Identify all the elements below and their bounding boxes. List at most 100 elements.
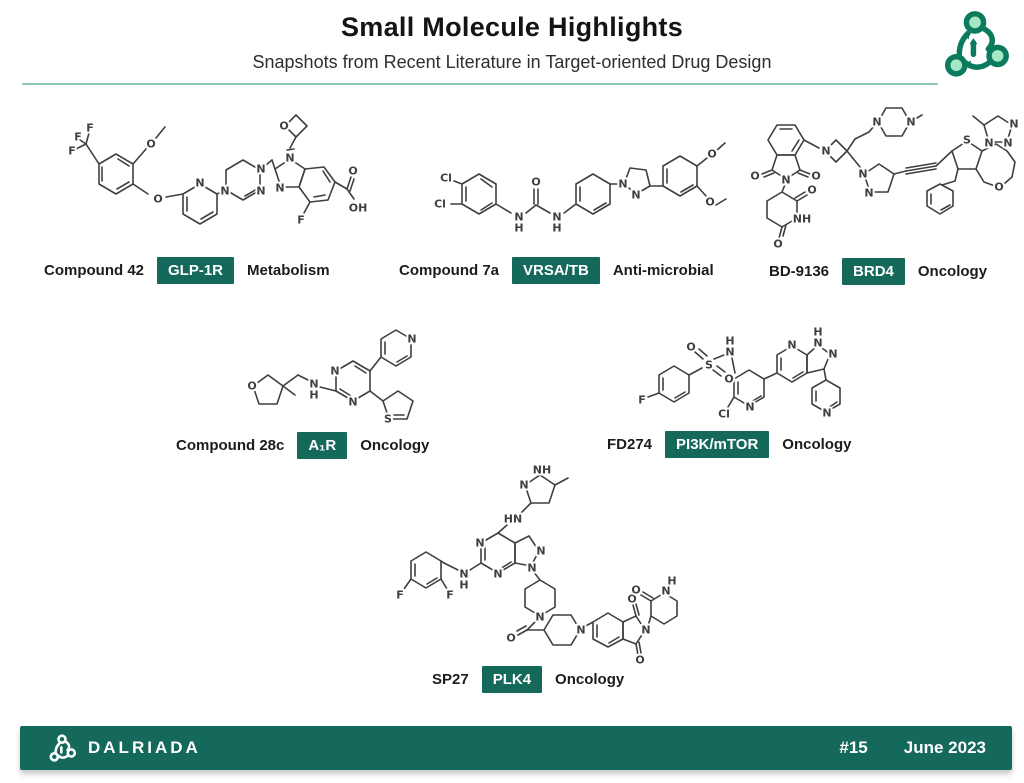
atom-label: N <box>1009 118 1018 131</box>
atom-label: N <box>527 562 536 575</box>
atom-label: N <box>725 346 734 359</box>
atom-label: N <box>576 624 585 637</box>
atom-label: H <box>309 389 318 402</box>
sp27-label: SP27 PLK4 Oncology <box>432 666 624 693</box>
atom-label: H <box>514 222 523 235</box>
therapeutic-area: Oncology <box>360 437 430 454</box>
atom-label: F <box>68 145 76 158</box>
atom-label: O <box>146 138 155 151</box>
atom-label: N <box>618 178 627 191</box>
structure-bd-9136: O O N O NH O N N N N N S O N N N <box>748 107 1021 250</box>
compound-28c-label: Compound 28c A₁R Oncology <box>176 432 429 459</box>
compound-name: Compound 42 <box>44 262 144 279</box>
compound-name: BD-9136 <box>769 263 830 280</box>
atom-label: O <box>635 654 644 667</box>
atom-label: N <box>309 378 318 391</box>
therapeutic-area: Oncology <box>917 263 988 280</box>
compound-name: SP27 <box>432 671 469 688</box>
atom-label: OH <box>349 202 368 215</box>
atom-label: O <box>531 176 540 189</box>
atom-label: O <box>724 373 733 386</box>
issue-date: June 2023 <box>903 738 986 757</box>
atom-label: N <box>256 163 265 176</box>
atom-label: N <box>984 137 993 150</box>
compound-name: Compound 28c <box>176 437 285 454</box>
atom-label: HN <box>504 513 522 526</box>
atom-label: Cl <box>718 408 730 421</box>
atom-label: N <box>514 211 523 224</box>
atom-label: N <box>872 116 881 129</box>
atom-label: N <box>536 545 545 558</box>
page-title: Small Molecule Highlights <box>340 12 684 42</box>
atom-label: O <box>707 148 716 161</box>
compound-7a-label: Compound 7a VRSA/TB Anti-microbial <box>399 257 714 284</box>
atom-label: N <box>641 624 650 637</box>
atom-label: N <box>858 168 867 181</box>
atom-label: N <box>330 365 339 378</box>
atom-label: Cl <box>440 172 452 185</box>
atom-label: O <box>153 193 162 206</box>
issue-number: #15 <box>839 738 868 757</box>
brand-name: DALRIADA <box>88 738 201 757</box>
target-badge: VRSA/TB <box>512 257 600 284</box>
footer-brand: DALRIADA <box>46 732 201 765</box>
atom-label: N <box>821 145 830 158</box>
compound-42-label: Compound 42 GLP-1R Metabolism <box>44 257 330 284</box>
atom-label: N <box>864 187 873 200</box>
atom-label: N <box>1003 137 1012 150</box>
atom-label: F <box>86 122 94 135</box>
atom-label: N <box>787 339 796 352</box>
target-badge: BRD4 <box>842 258 905 285</box>
target-badge: PI3K/mTOR <box>665 431 770 458</box>
compound-name: Compound 7a <box>399 262 499 279</box>
structure-compound-28c: O N H N N N S <box>245 329 419 428</box>
atom-label: H <box>552 222 561 235</box>
atom-label: N <box>459 568 468 581</box>
atom-label: H <box>459 579 468 592</box>
atom-label: O <box>686 341 695 354</box>
atom-label: O <box>994 181 1003 194</box>
atom-label: N <box>631 189 640 202</box>
therapeutic-area: Metabolism <box>247 262 330 279</box>
atom-label: Cl <box>434 198 446 211</box>
therapeutic-area: Oncology <box>782 436 852 453</box>
target-badge: GLP-1R <box>157 257 235 284</box>
therapeutic-area: Oncology <box>555 671 625 688</box>
atom-label: N <box>552 211 561 224</box>
page-subtitle: Snapshots from Recent Literature in Targ… <box>252 52 772 72</box>
target-badge: PLK4 <box>481 666 543 693</box>
atom-label: O <box>247 380 256 393</box>
footer-bar: DALRIADA #15 June 2023 <box>20 726 1012 770</box>
atom-label: H <box>667 575 676 588</box>
atom-label: O <box>773 238 782 250</box>
structure-fd274: F O S O N H Cl N N N H N N <box>636 324 841 423</box>
structure-sp27: N NH HN N N N N N H F F N O N O O N O N … <box>394 462 678 667</box>
atom-label: N <box>828 348 837 361</box>
dalriada-logo-icon <box>944 11 1009 77</box>
atom-label: O <box>750 170 759 183</box>
structure-compound-42: F F F O O N N N N O N N F O OH <box>66 114 368 229</box>
atom-label: H <box>813 326 822 339</box>
atom-label: F <box>396 589 404 602</box>
atom-label: O <box>631 584 640 597</box>
target-badge: A₁R <box>297 432 348 459</box>
atom-label: S <box>963 134 971 147</box>
therapeutic-area: Anti-microbial <box>612 262 714 279</box>
compound-name: FD274 <box>607 436 653 453</box>
atom-label: NH <box>533 464 551 477</box>
atom-label: O <box>705 196 714 209</box>
atom-label: O <box>279 120 288 133</box>
bd-9136-label: BD-9136 BRD4 Oncology <box>769 258 987 285</box>
atom-label: N <box>285 152 294 165</box>
atom-label: S <box>705 359 713 372</box>
atom-label: N <box>535 611 544 624</box>
atom-label: O <box>506 632 515 645</box>
atom-label: O <box>811 170 820 183</box>
atom-label: S <box>384 413 392 426</box>
atom-label: H <box>725 335 734 348</box>
atom-label: N <box>348 396 357 409</box>
atom-label: F <box>446 589 454 602</box>
fd274-label: FD274 PI3K/mTOR Oncology <box>607 431 851 458</box>
atom-label: N <box>906 116 915 129</box>
